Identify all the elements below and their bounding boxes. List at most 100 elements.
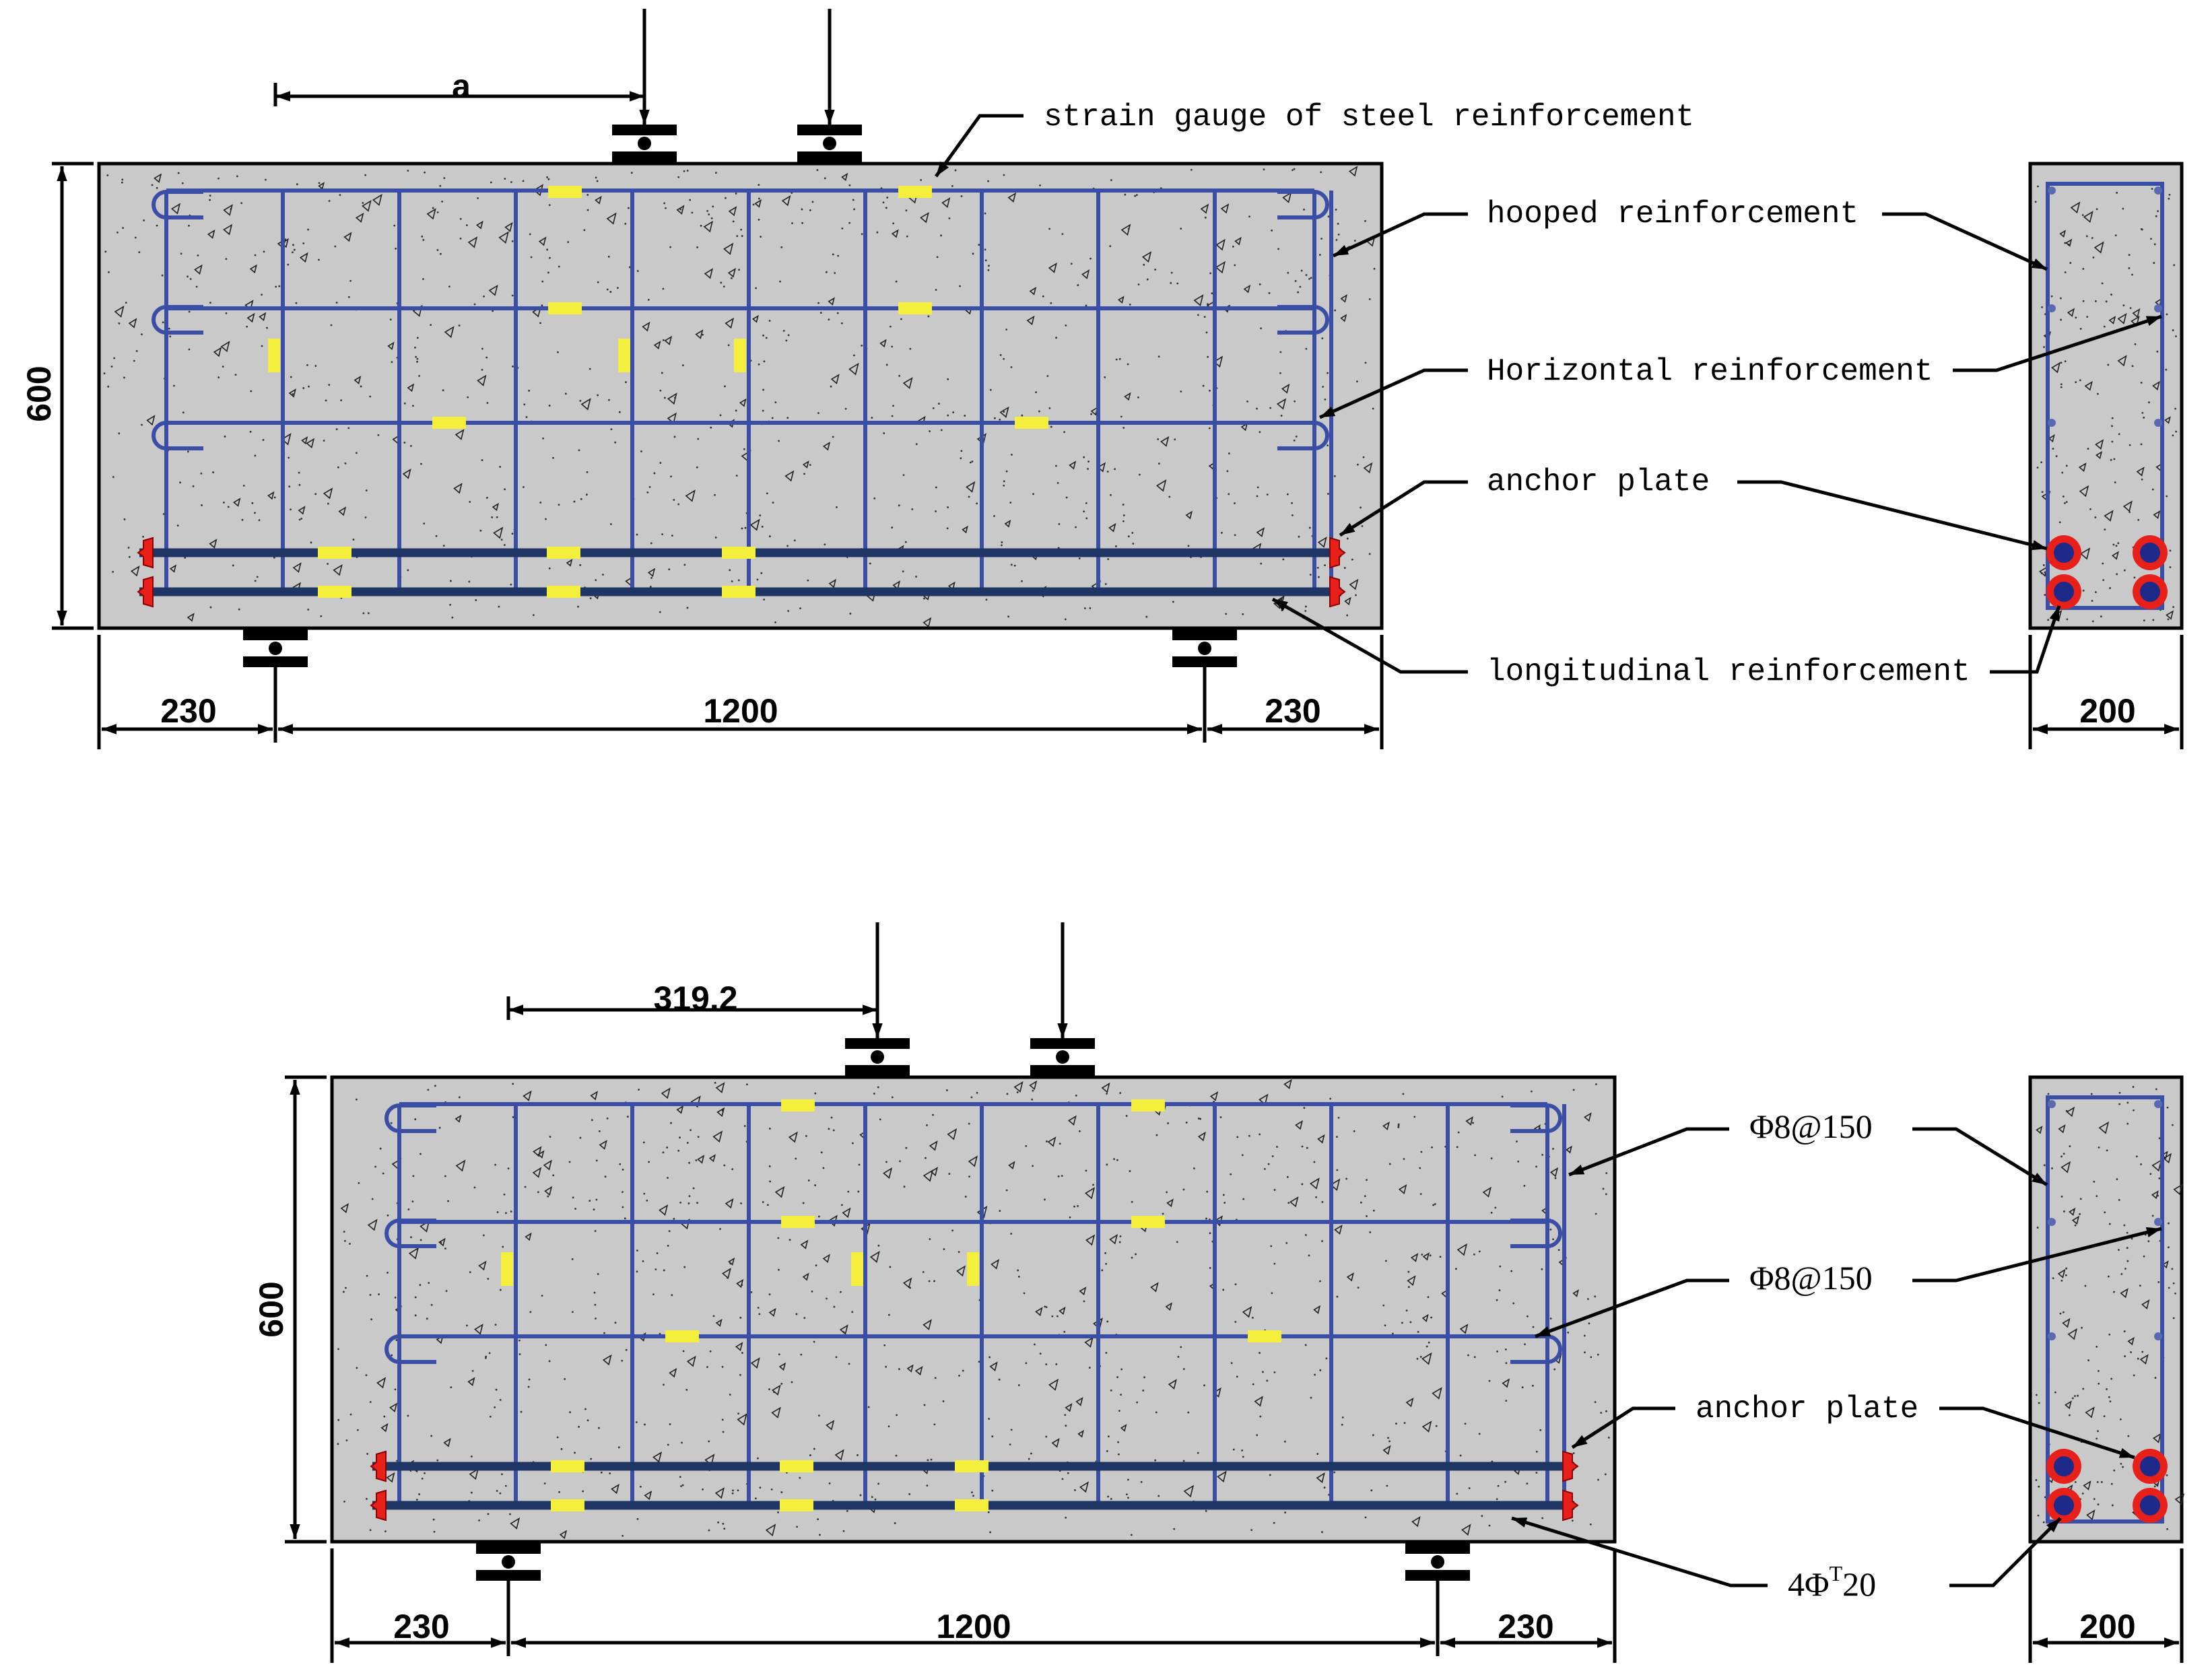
aggregate-triangle	[892, 580, 901, 590]
aggregate-triangle	[194, 264, 203, 275]
aggregate-dot	[871, 1496, 873, 1499]
section-longitudinal-bar	[2140, 1495, 2160, 1515]
aggregate-dot	[706, 210, 709, 212]
aggregate-dot	[1046, 375, 1049, 377]
aggregate-triangle	[828, 297, 835, 306]
aggregate-dot	[933, 1280, 935, 1283]
aggregate-dot	[1228, 452, 1230, 454]
aggregate-dot	[110, 365, 113, 368]
aggregate-dot	[395, 247, 397, 250]
aggregate-dot	[661, 533, 663, 535]
aggregate-dot	[778, 1353, 780, 1356]
aggregate-dot	[427, 1089, 430, 1091]
aggregate-dot	[891, 526, 894, 528]
aggregate-dot	[2065, 1267, 2068, 1270]
aggregate-dot	[1003, 480, 1005, 483]
aggregate-dot	[978, 1361, 980, 1363]
aggregate-triangle	[712, 1130, 723, 1143]
aggregate-dot	[756, 578, 759, 581]
aggregate-dot	[603, 1332, 605, 1334]
aggregate-dot	[1011, 453, 1013, 456]
aggregate-dot	[898, 1368, 900, 1370]
aggregate-dot	[512, 365, 514, 368]
aggregate-dot	[727, 344, 730, 347]
aggregate-dot	[584, 1408, 586, 1410]
aggregate-dot	[595, 1198, 598, 1201]
aggregate-dot	[1009, 1443, 1011, 1445]
aggregate-dot	[448, 285, 450, 288]
aggregate-triangle	[869, 1251, 880, 1263]
aggregate-dot	[292, 392, 294, 395]
aggregate-dot	[2112, 543, 2115, 546]
aggregate-dot	[668, 1230, 671, 1233]
aggregate-dot	[225, 258, 228, 261]
aggregate-dot	[928, 1280, 931, 1283]
aggregate-dot	[1117, 1441, 1119, 1443]
aggregate-dot	[1284, 1511, 1287, 1514]
aggregate-dot	[925, 1157, 927, 1159]
aggregate-dot	[971, 460, 974, 463]
aggregate-dot	[387, 1215, 389, 1217]
aggregate-dot	[686, 170, 689, 172]
aggregate-dot	[1304, 1344, 1307, 1346]
aggregate-dot	[443, 177, 446, 179]
aggregate-dot	[2096, 1195, 2098, 1198]
aggregate-dot	[1572, 1452, 1575, 1454]
aggregate-dot	[2131, 365, 2134, 368]
aggregate-triangle	[2127, 1336, 2135, 1346]
aggregate-dot	[1070, 263, 1073, 265]
aggregate-dot	[1535, 1472, 1538, 1474]
aggregate-dot	[1530, 1090, 1533, 1093]
aggregate-dot	[1090, 413, 1093, 415]
aggregate-dot	[1051, 1315, 1054, 1318]
aggregate-triangle	[1349, 578, 1359, 590]
aggregate-dot	[696, 1202, 698, 1204]
section-web-bar	[2154, 186, 2162, 195]
aggregate-dot	[1010, 563, 1013, 566]
aggregate-dot	[2157, 1281, 2160, 1283]
aggregate-dot	[848, 184, 851, 186]
aggregate-triangle	[667, 392, 677, 405]
aggregate-dot	[906, 235, 908, 238]
aggregate-dot	[428, 1282, 430, 1285]
aggregate-triangle	[537, 1150, 545, 1159]
aggregate-dot	[2168, 197, 2170, 200]
aggregate-dot	[1120, 1368, 1123, 1371]
aggregate-triangle	[2058, 1124, 2066, 1134]
aggregate-dot	[2093, 1180, 2096, 1183]
aggregate-dot	[278, 285, 281, 287]
aggregate-dot	[494, 1324, 497, 1326]
aggregate-triangle	[2108, 316, 2116, 324]
aggregate-dot	[2108, 1223, 2111, 1225]
aggregate-dot	[1541, 1153, 1544, 1156]
aggregate-dot	[947, 414, 949, 417]
aggregate-dot	[485, 1357, 487, 1359]
aggregate-dot	[141, 333, 143, 336]
aggregate-dot	[891, 415, 894, 417]
aggregate-dot	[933, 1423, 936, 1426]
section-web-bar	[2154, 1100, 2162, 1108]
aggregate-dot	[2153, 1485, 2156, 1488]
aggregate-triangle	[715, 1082, 725, 1093]
aggregate-dot	[758, 197, 760, 200]
aggregate-dot	[714, 537, 717, 539]
aggregate-triangle	[778, 1362, 786, 1371]
aggregate-dot	[642, 1260, 644, 1262]
aggregate-dot	[777, 1237, 780, 1239]
strain-gauge	[268, 339, 280, 372]
aggregate-dot	[1105, 1262, 1108, 1265]
aggregate-dot	[539, 322, 541, 324]
aggregate-dot	[679, 1201, 681, 1204]
aggregate-triangle	[2059, 230, 2067, 238]
aggregate-dot	[2052, 448, 2054, 450]
aggregate-dot	[2151, 488, 2154, 491]
aggregate-triangle	[1340, 314, 1347, 322]
aggregate-dot	[708, 1440, 710, 1443]
aggregate-dot	[743, 1125, 746, 1127]
aggregate-dot	[365, 1374, 368, 1376]
aggregate-dot	[1303, 208, 1305, 211]
aggregate-dot	[1205, 1217, 1207, 1220]
aggregate-dot	[2113, 1469, 2116, 1472]
aggregate-dot	[344, 462, 347, 465]
aggregate-dot	[2128, 267, 2131, 269]
